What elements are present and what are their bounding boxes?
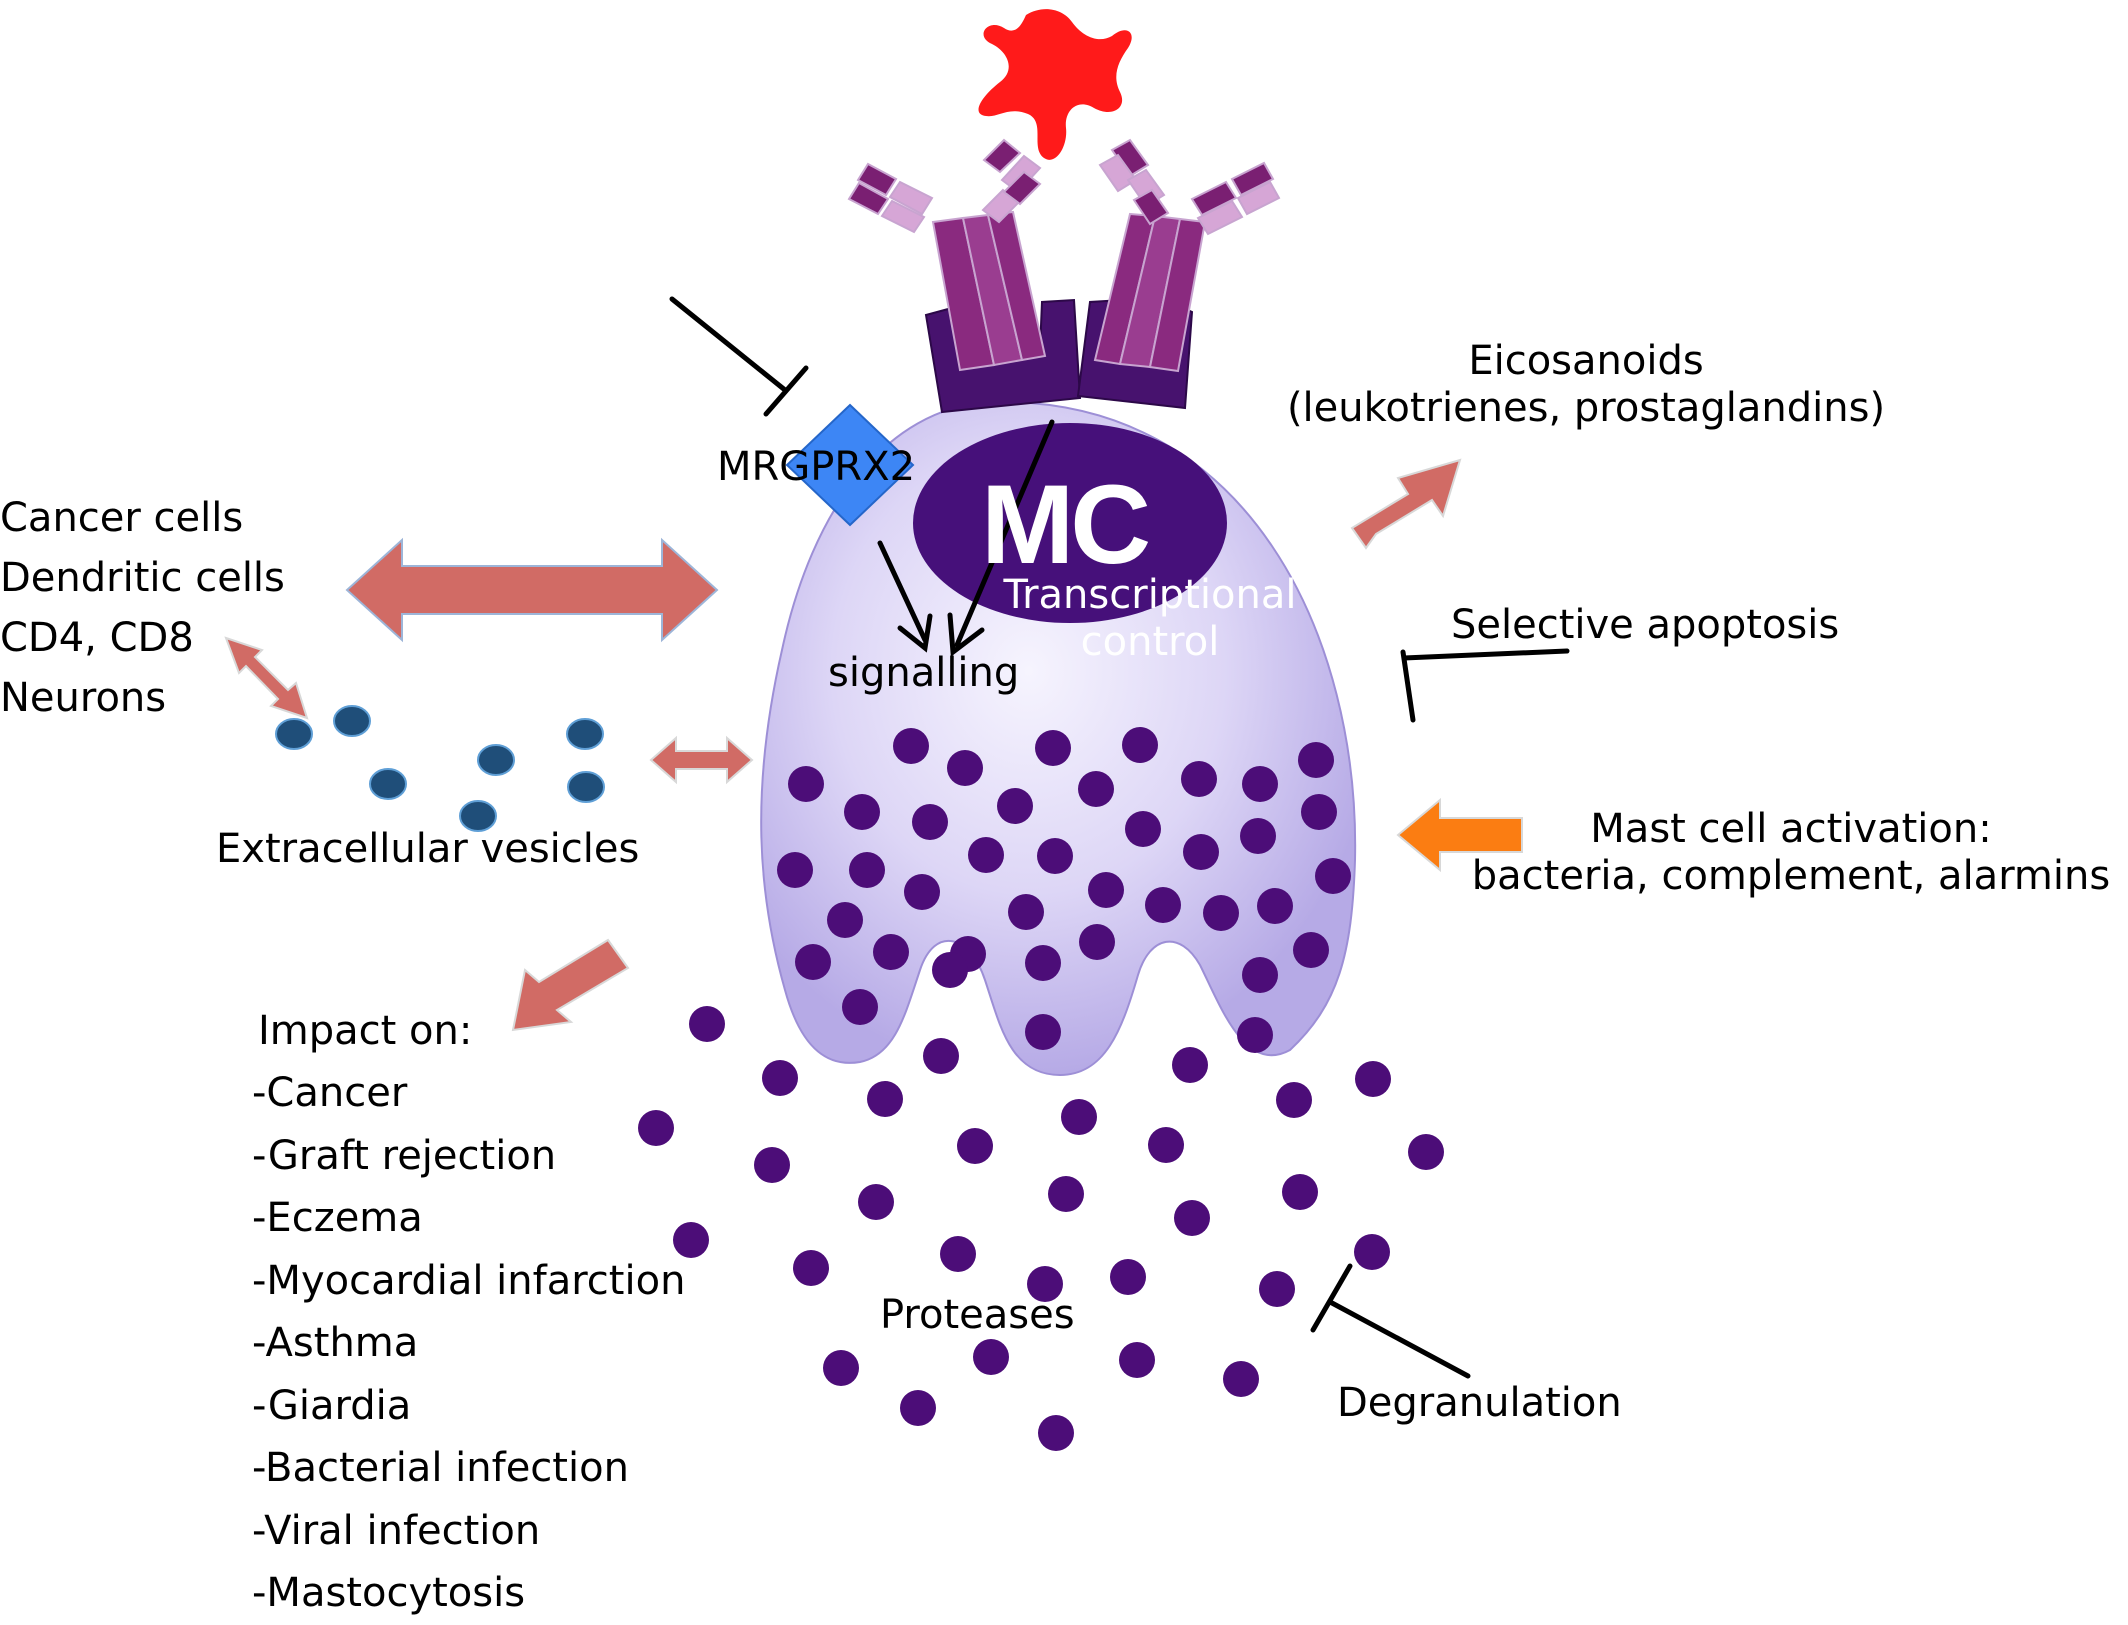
antibody-right [1093,138,1281,373]
degranulation-inhibition [1310,1263,1471,1379]
impact-heading: Impact on: [258,1008,473,1054]
interaction-targets: Cancer cells Dendritic cells CD4, CD8 Ne… [0,495,285,721]
activation-arrow [1396,797,1523,873]
mrgprx2-label: MRGPRX2 [717,444,916,490]
intracellular-granules [777,727,1351,1053]
impact-list: -Cancer -Graft rejection -Eczema -Myocar… [252,1070,686,1616]
activation-label: Mast cell activation: bacteria, compleme… [1471,806,2111,900]
antibody-left [847,138,1047,372]
signalling-arrows [877,419,1055,657]
vesicles-label: Extracellular vesicles [216,826,640,872]
degranulation-label: Degranulation [1337,1380,1622,1426]
apoptosis-inhibition [1400,648,1570,723]
cell-interaction-arrow [345,537,719,643]
transcription-label: Transcriptional control [1003,572,1297,666]
extracellular-vesicles [275,705,605,832]
mrgprx2-inhibition [669,296,809,417]
released-granules [638,1006,1444,1451]
mrgprx2-receptor [785,403,915,527]
antigen [978,9,1132,160]
proteases-label: Proteases [880,1292,1075,1338]
impact-arrow [511,938,630,1032]
cells-vesicle-arrow [224,636,309,720]
signalling-label: signalling [828,650,1020,696]
nucleus [913,423,1227,623]
eicosanoids-arrow [1350,458,1462,550]
apoptosis-label: Selective apoptosis [1451,602,1840,648]
nucleus-label: MC [981,462,1151,587]
eicosanoids-label: Eicosanoids (leukotrienes, prostaglandin… [1286,338,1886,432]
vesicle-cell-arrow [649,735,754,785]
